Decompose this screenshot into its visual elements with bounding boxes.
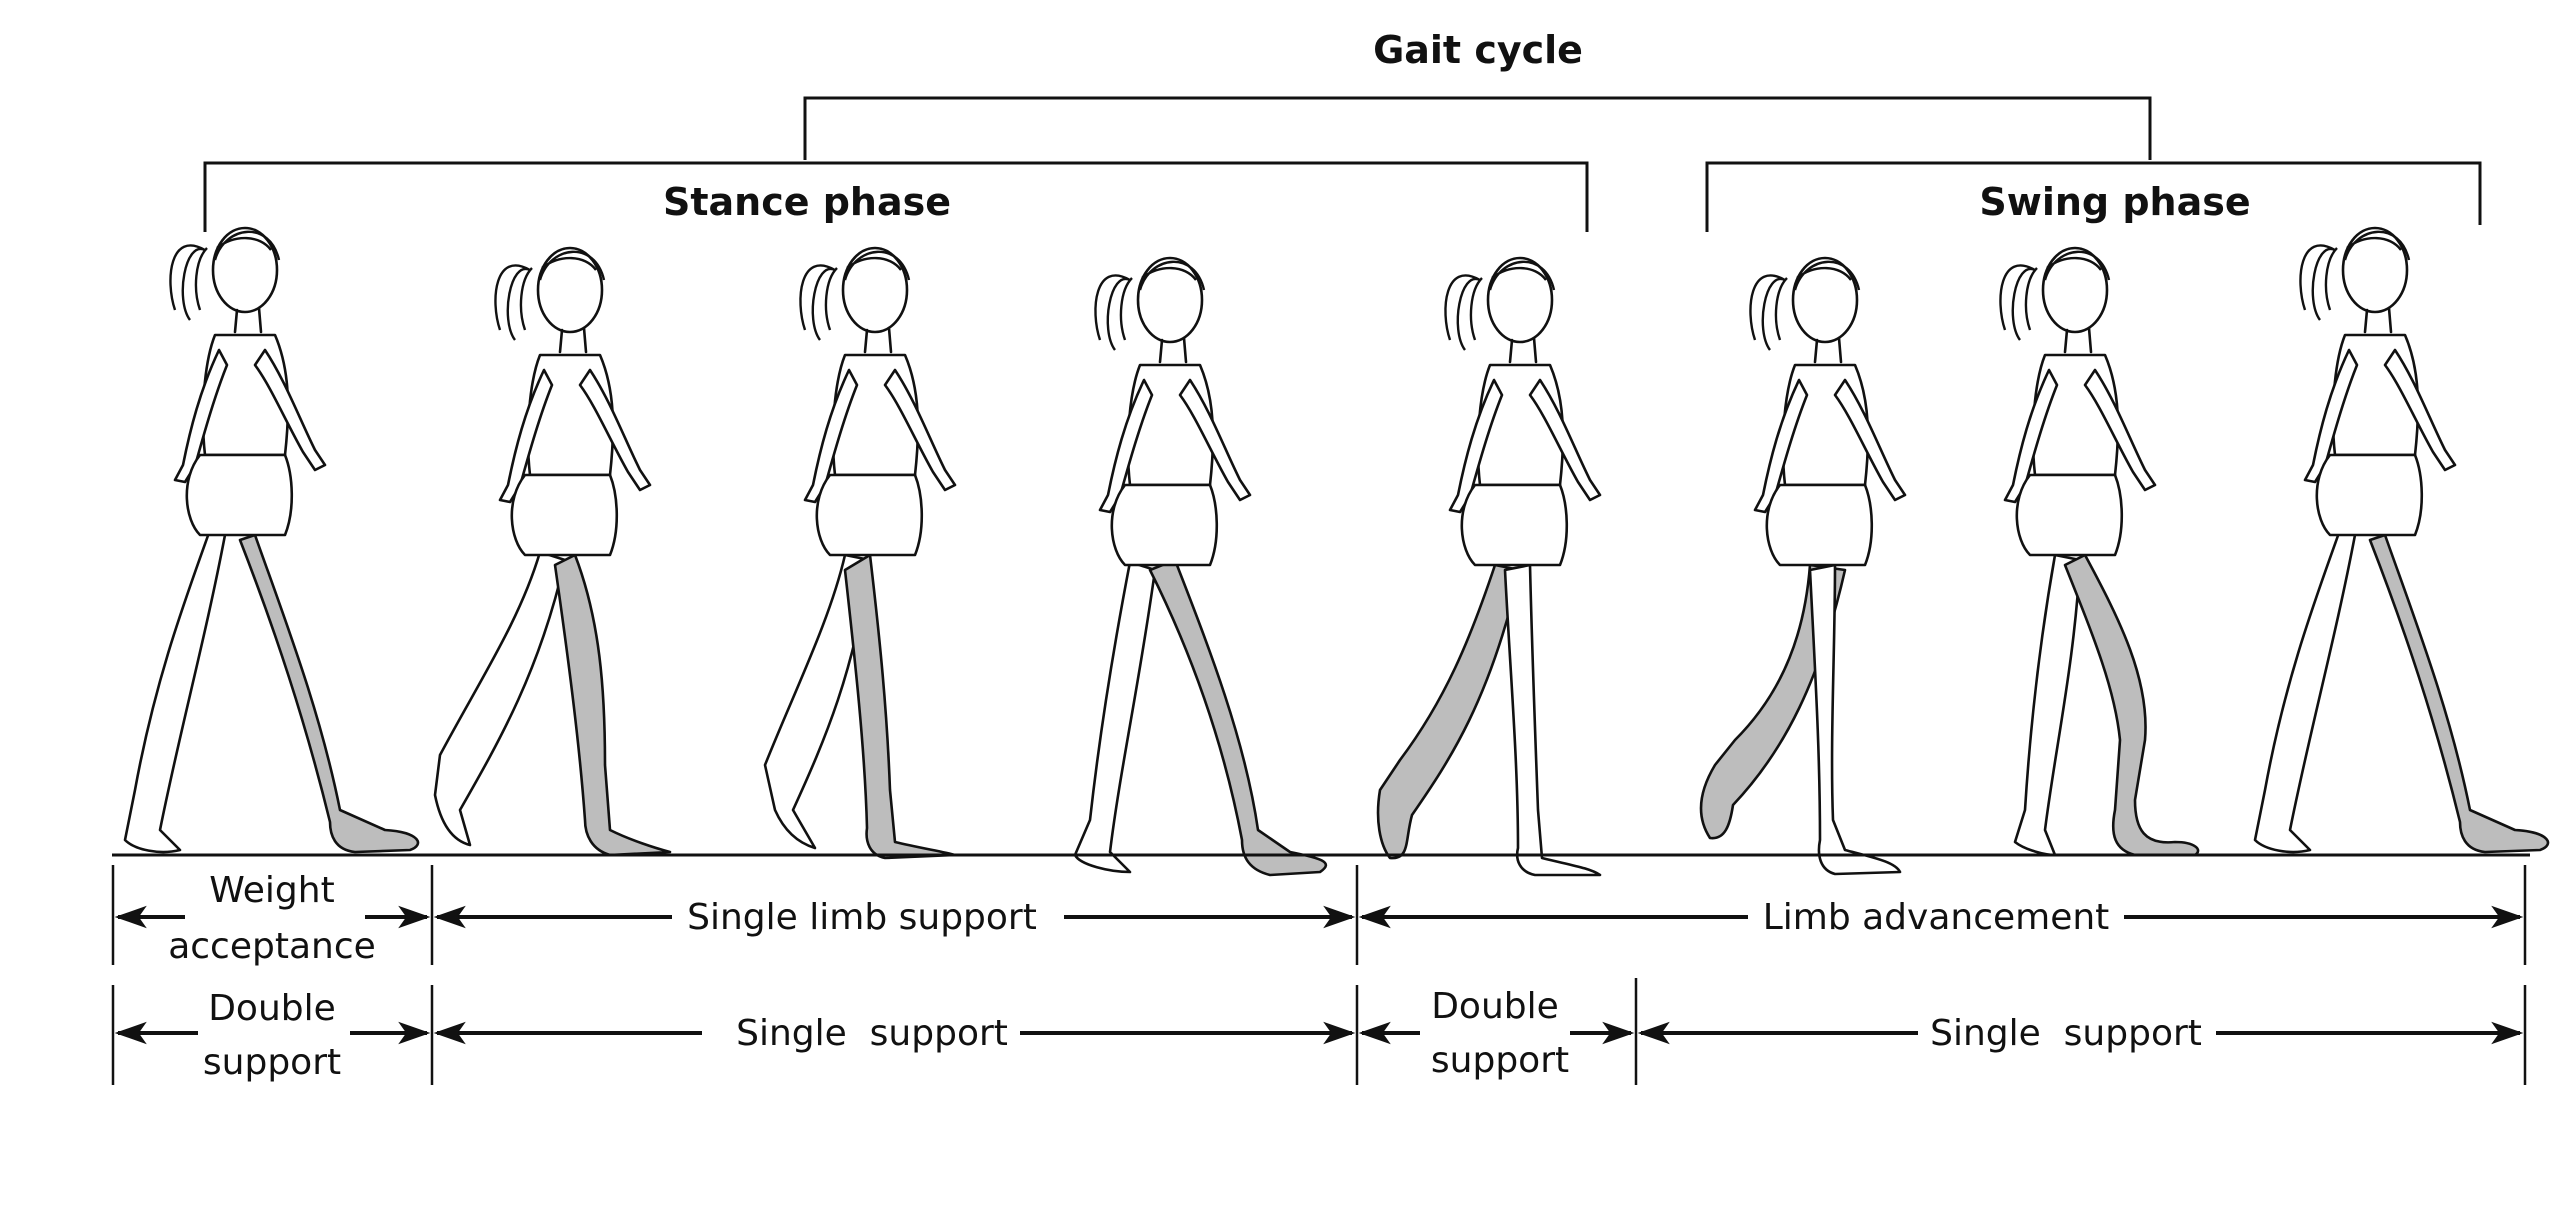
limb-advancement-span: Limb advancement xyxy=(1358,890,2524,945)
walking-figure-3 xyxy=(763,246,957,860)
shaded-leg-7 xyxy=(2063,553,2200,857)
shaded-leg-4 xyxy=(1148,558,1328,877)
weight-acceptance-span: Weight acceptance xyxy=(114,860,431,967)
walking-figure-1 xyxy=(123,226,420,854)
double-support-2-label-line1: Double xyxy=(1431,986,1559,1027)
weight-acceptance-label-line2: acceptance xyxy=(168,926,376,967)
stance-phase-label: Stance phase xyxy=(663,180,951,224)
double-support-2-label-line2: support xyxy=(1431,1040,1569,1081)
shaded-leg-5 xyxy=(1376,563,1522,860)
double-support-1-label-line1: Double xyxy=(208,988,336,1029)
walking-figure-7 xyxy=(1999,246,2200,857)
gait-cycle-bracket: Gait cycle xyxy=(803,28,2152,160)
walking-figure-5 xyxy=(1376,256,1602,877)
single-limb-support-label: Single limb support xyxy=(687,897,1037,938)
single-support-2-label: Single support xyxy=(1930,1013,2202,1054)
swing-phase-label: Swing phase xyxy=(1979,180,2250,224)
shaded-leg-6 xyxy=(1699,563,1847,840)
shaded-leg-8 xyxy=(2368,533,2550,854)
shaded-leg-2 xyxy=(553,553,672,857)
single-support-span-2: Single support xyxy=(1637,1006,2524,1061)
double-support-1-label-line2: support xyxy=(203,1042,341,1083)
double-support-span-1: Double support xyxy=(114,980,431,1085)
walking-figure-2 xyxy=(433,246,672,857)
stance-phase-bracket: Stance phase xyxy=(203,161,1589,232)
shaded-leg-1 xyxy=(238,533,420,854)
limb-advancement-label: Limb advancement xyxy=(1763,897,2110,938)
single-limb-support-span: Single limb support xyxy=(433,890,1356,945)
shaded-leg-3 xyxy=(843,553,957,860)
single-support-1-label: Single support xyxy=(736,1013,1008,1054)
gait-cycle-title: Gait cycle xyxy=(1373,28,1583,72)
single-support-span-1: Single support xyxy=(433,1006,1356,1061)
weight-acceptance-label-line1: Weight xyxy=(209,870,334,911)
phase-dividers xyxy=(111,865,2527,1085)
walking-figure-8 xyxy=(2253,226,2550,854)
walking-figure-6 xyxy=(1699,256,1907,876)
double-support-span-2: Double support xyxy=(1358,975,1635,1085)
swing-phase-bracket: Swing phase xyxy=(1705,161,2482,232)
walking-figure-4 xyxy=(1073,256,1328,877)
